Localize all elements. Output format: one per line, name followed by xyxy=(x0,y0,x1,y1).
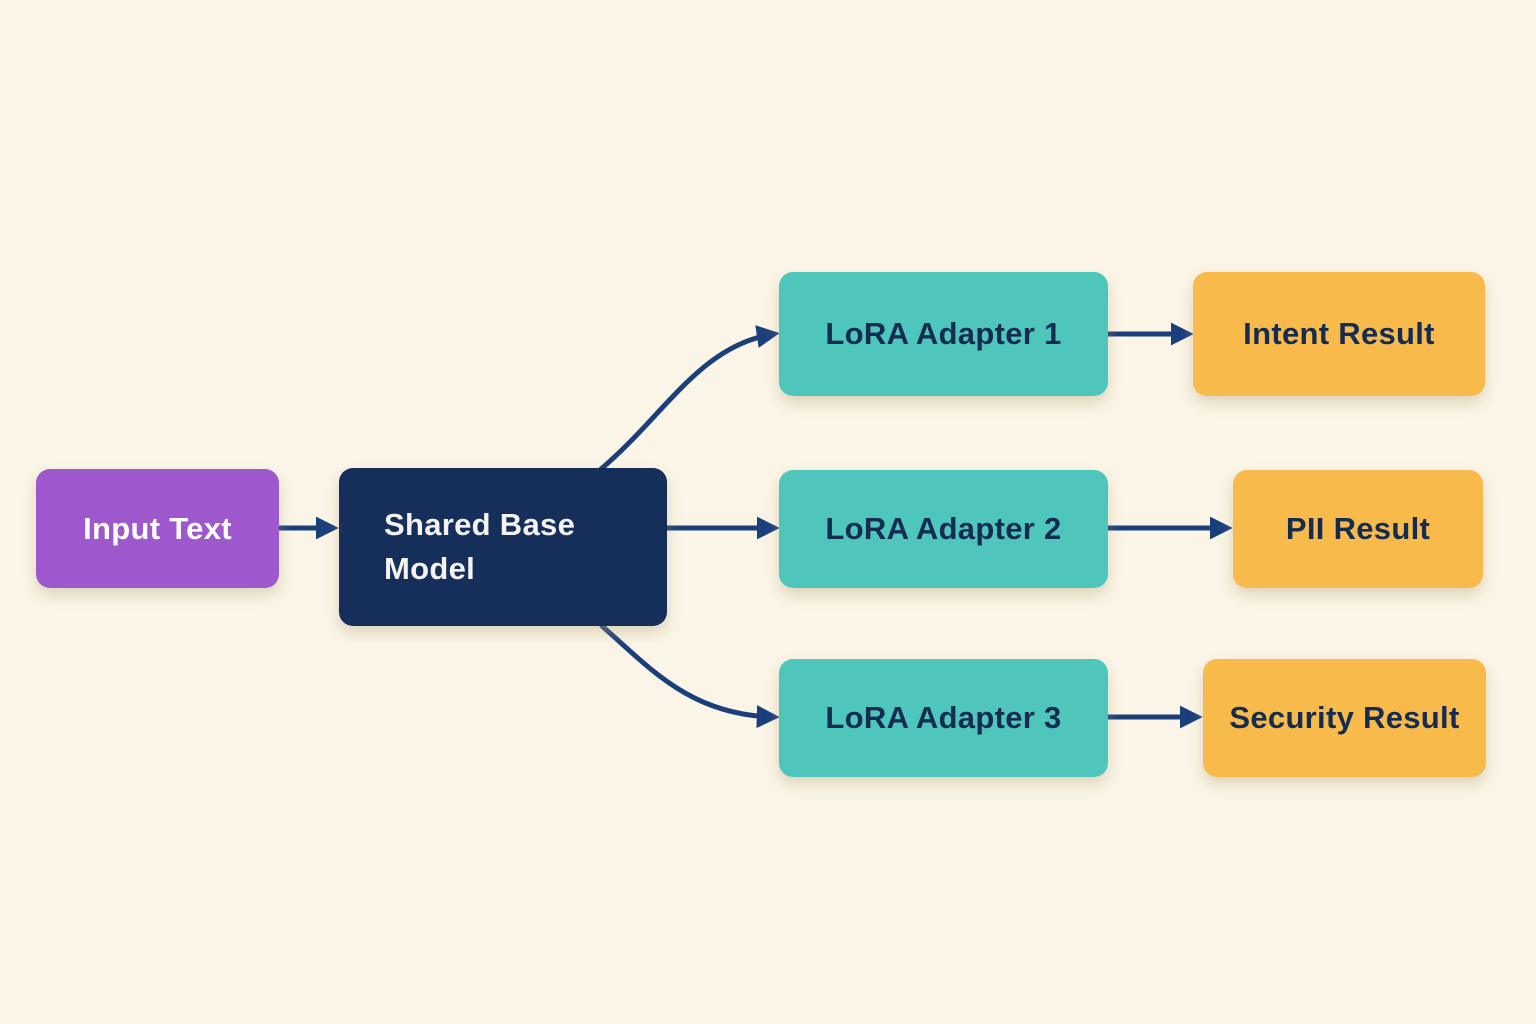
node-pii-result: PII Result xyxy=(1233,470,1483,588)
node-shared-base-model: Shared Base Model xyxy=(339,468,667,626)
node-lora-adapter-1: LoRA Adapter 1 xyxy=(779,272,1108,396)
node-lora-adapter-2: LoRA Adapter 2 xyxy=(779,470,1108,588)
edge-shared-to-lora3 xyxy=(599,623,780,729)
node-label: Input Text xyxy=(83,510,232,546)
node-label: Shared Base Model xyxy=(384,506,576,586)
node-label: LoRA Adapter 2 xyxy=(825,511,1062,546)
node-label: LoRA Adapter 1 xyxy=(825,316,1062,351)
node-input-text: Input Text xyxy=(36,469,279,588)
node-intent-result: Intent Result xyxy=(1193,272,1485,396)
node-security-result: Security Result xyxy=(1203,659,1486,777)
node-lora-adapter-3: LoRA Adapter 3 xyxy=(779,659,1108,777)
edge-shared-to-lora1 xyxy=(598,325,780,472)
node-label: Intent Result xyxy=(1243,316,1435,351)
node-label: Security Result xyxy=(1229,700,1460,735)
node-label: PII Result xyxy=(1285,511,1431,546)
node-label: LoRA Adapter 3 xyxy=(825,700,1062,735)
